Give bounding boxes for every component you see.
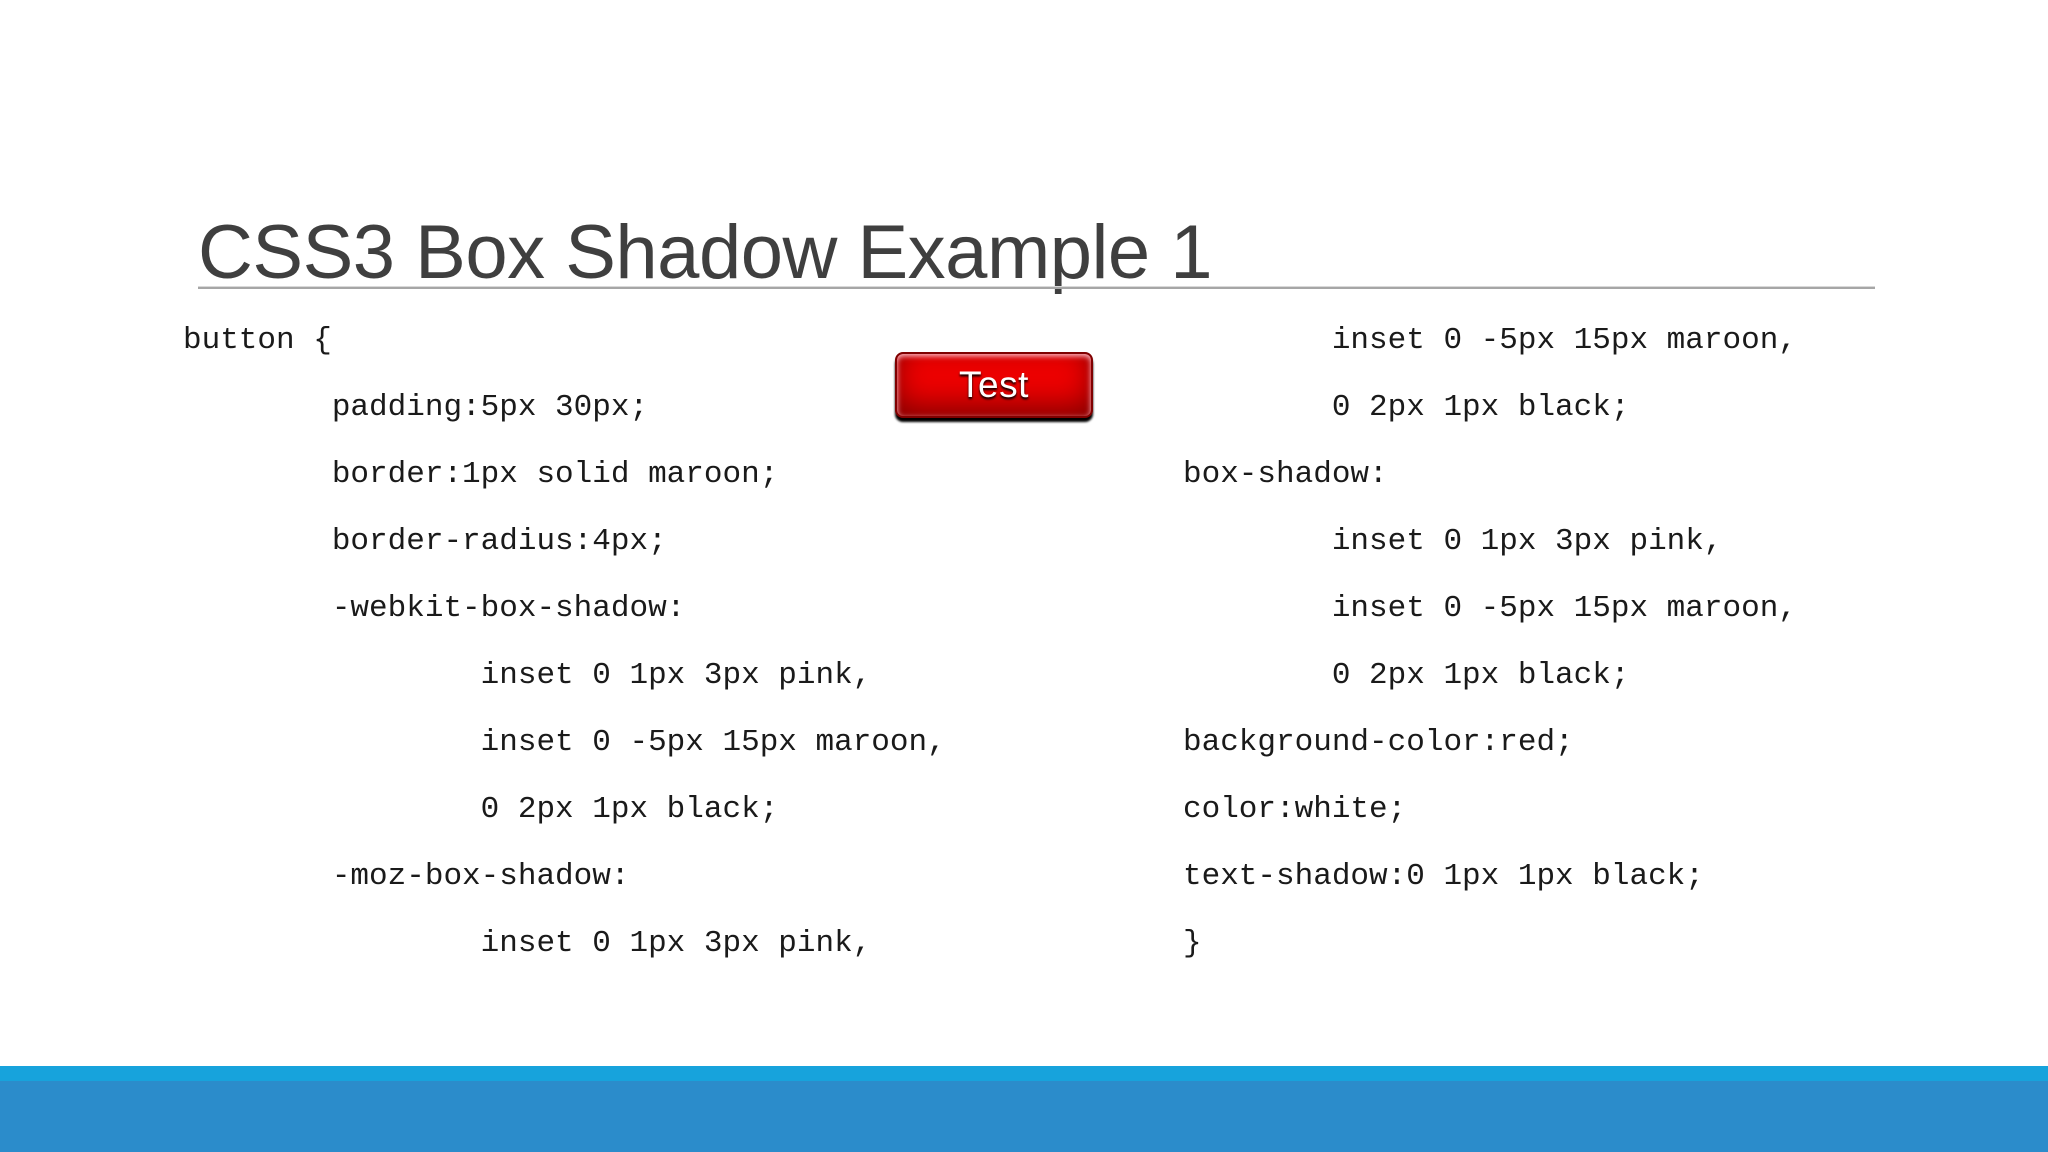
code-line: 0 2px 1px black; <box>183 792 779 827</box>
code-line: inset 0 -5px 15px maroon, <box>1183 323 1797 358</box>
title-divider <box>198 286 1875 289</box>
code-block-right: inset 0 -5px 15px maroon, 0 2px 1px blac… <box>1183 307 2043 977</box>
code-line: } <box>1183 926 1202 961</box>
footer-accent-light <box>0 1066 2048 1081</box>
code-line: inset 0 -5px 15px maroon, <box>183 725 946 760</box>
code-line: button { <box>183 323 332 358</box>
code-line: 0 2px 1px black; <box>1183 390 1630 425</box>
code-line: box-shadow: <box>1183 457 1388 492</box>
code-line: -webkit-box-shadow: <box>183 591 686 626</box>
code-line: inset 0 -5px 15px maroon, <box>1183 591 1797 626</box>
code-line: inset 0 1px 3px pink, <box>1183 524 1723 559</box>
code-line: 0 2px 1px black; <box>1183 658 1630 693</box>
code-line: border-radius:4px; <box>183 524 667 559</box>
demo-button-container: Test <box>895 352 1185 462</box>
code-line: background-color:red; <box>1183 725 1574 760</box>
code-line: inset 0 1px 3px pink, <box>183 658 872 693</box>
code-line: -moz-box-shadow: <box>183 859 630 894</box>
footer-accent-dark <box>0 1081 2048 1152</box>
page-title: CSS3 Box Shadow Example 1 <box>198 209 1213 295</box>
code-line: text-shadow:0 1px 1px black; <box>1183 859 1704 894</box>
code-block-left: button { padding:5px 30px; border:1px so… <box>183 307 1083 977</box>
code-line: padding:5px 30px; <box>183 390 649 425</box>
code-line: inset 0 1px 3px pink, <box>183 926 872 961</box>
code-line: color:white; <box>1183 792 1407 827</box>
test-button[interactable]: Test <box>895 352 1093 418</box>
code-line: border:1px solid maroon; <box>183 457 779 492</box>
